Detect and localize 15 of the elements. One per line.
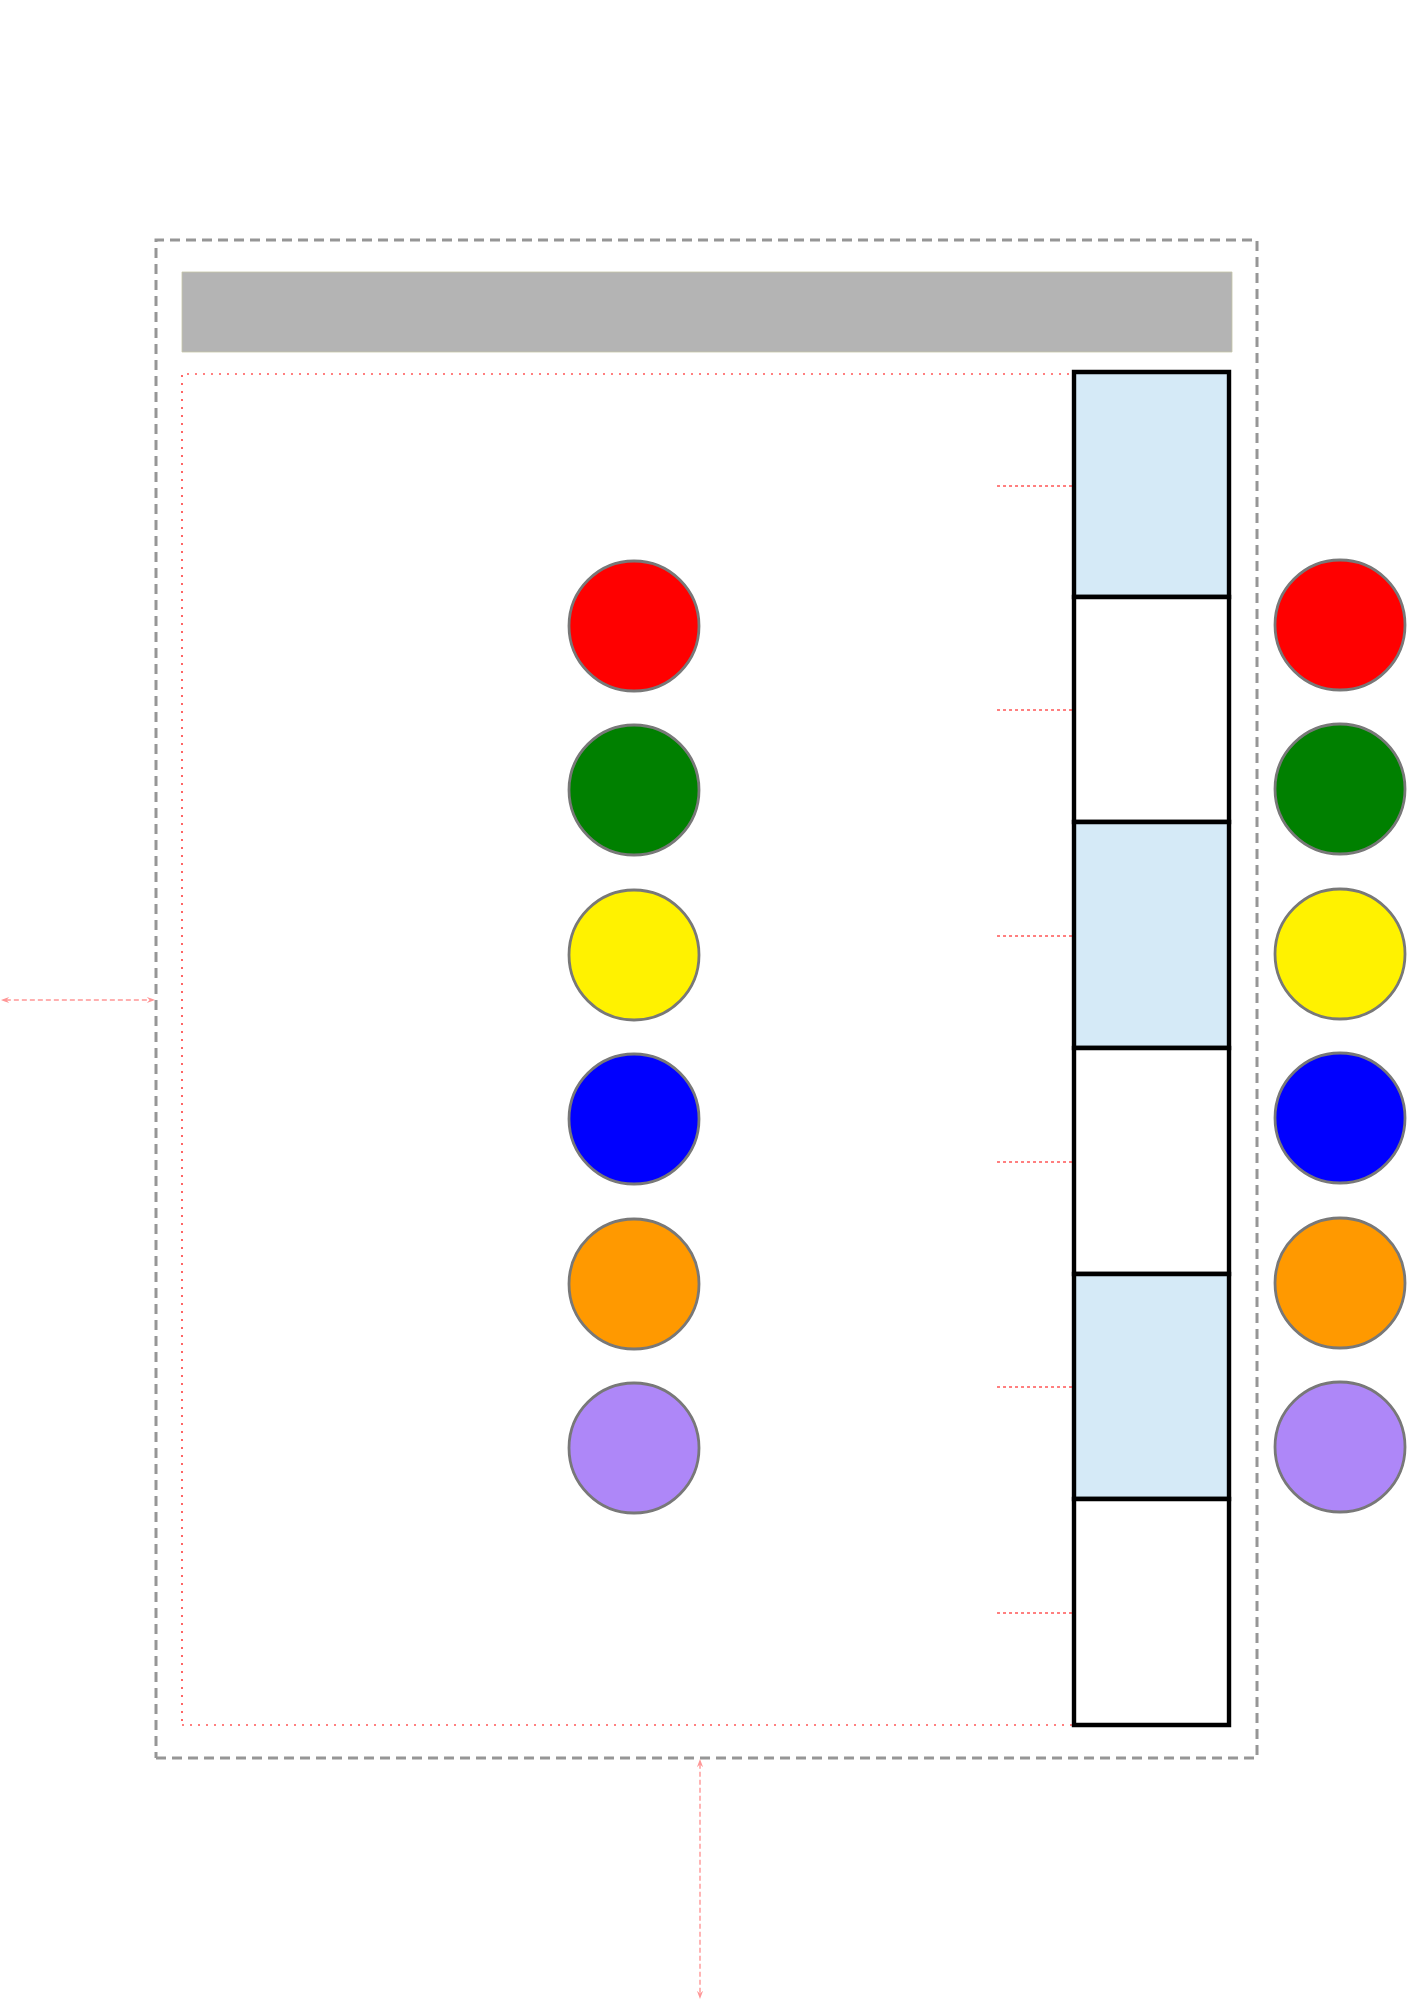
- colored-circle: [1273, 722, 1407, 856]
- colored-circle: [1273, 1051, 1407, 1185]
- colored-circle: [567, 559, 701, 693]
- colored-circle: [1273, 1216, 1407, 1350]
- colored-circle: [567, 1217, 701, 1351]
- header-bar: [181, 271, 1233, 353]
- colored-circle: [567, 888, 701, 1022]
- colored-circle: [567, 1381, 701, 1515]
- colored-circle: [1273, 558, 1407, 692]
- column-cell: [1071, 1496, 1232, 1728]
- colored-circle: [1273, 1380, 1407, 1514]
- colored-circle: [567, 1052, 701, 1186]
- colored-circle: [567, 723, 701, 857]
- frame: [154, 238, 1259, 1760]
- colored-circle: [1273, 887, 1407, 1021]
